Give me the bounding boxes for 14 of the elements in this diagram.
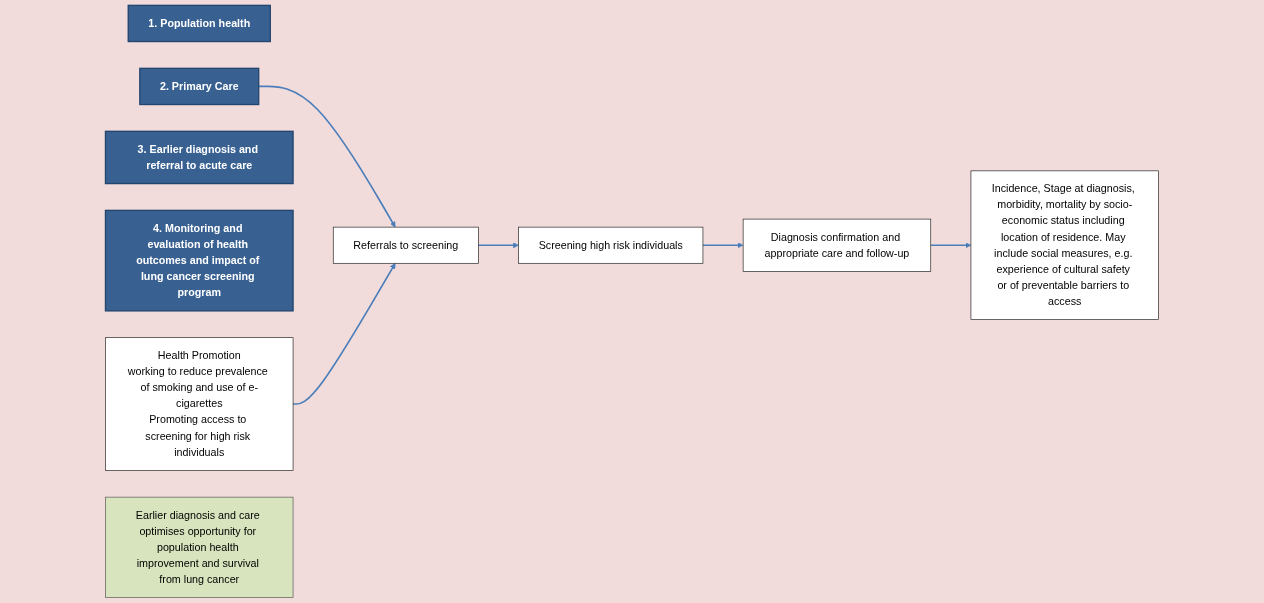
arrow [292,263,396,405]
node-box: Diagnosis confirmation and appropriate care and follow-up [742,218,932,272]
arrow [929,242,972,249]
node-box: Incidence, Stage at diagnosis, morbidity, mortality by socio-economic status including location of residence. May include social measures, e.g. experience of cultural safety or of preventable barriers to access [970,170,1159,320]
node-box: Screening high risk individuals [518,226,704,264]
node-box: Referrals to screening [332,226,479,264]
node-box: Earlier diagnosis and care optimises opportunity for population health improvement and survival from lung cancer [105,496,294,598]
node-box: 4. Monitoring and evaluation of health outcomes and impact of lung cancer screening program [104,209,294,312]
node-box: 3. Earlier diagnosis and referral to acute care [104,130,294,185]
arrow [702,242,744,249]
arrow [477,242,519,249]
node-box: 1. Population health [127,4,271,43]
node-box: 2. Primary Care [139,67,260,106]
node-box: Health Promotion working to reduce prevalence of smoking and use of e-cigarettes Promoting access to screening for high risk individuals [105,337,294,471]
